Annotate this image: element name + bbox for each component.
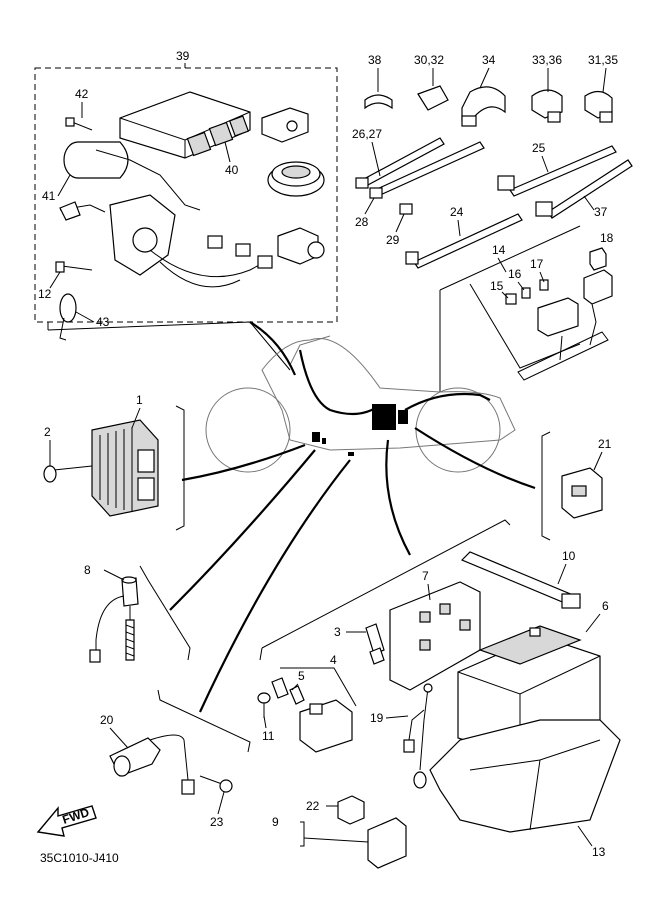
main-switch-assembly: [59, 141, 273, 288]
screw-12: [55, 261, 93, 273]
callout-1: 1: [136, 393, 143, 407]
callout-8: 3: [334, 625, 341, 639]
callout-43: 43: [96, 315, 110, 329]
relay-21: [541, 431, 603, 541]
rectifier-regulator: [43, 405, 185, 531]
cable-tie-24: [399, 203, 523, 269]
callout-40: 40: [225, 163, 239, 177]
clamp-34: [461, 67, 506, 127]
leader-battery: [385, 439, 411, 556]
fuel-cap-lock: [267, 161, 325, 197]
callout-24: 24: [450, 205, 464, 219]
callout-5: 11: [262, 729, 275, 743]
callout-29: 29: [386, 233, 400, 247]
clamp-30-32: [417, 68, 449, 111]
battery-cover-9: [429, 719, 621, 833]
switch-19: [109, 689, 251, 795]
callout-20: 23: [210, 815, 224, 829]
callout-16: 16: [508, 267, 522, 281]
seat-lock: [277, 227, 325, 265]
callout-28: 28: [355, 215, 369, 229]
sensor-13: [89, 565, 191, 663]
leader-sensor: [169, 449, 316, 611]
ecu-unit: [119, 91, 251, 159]
callout-6: 6: [602, 599, 609, 613]
callout-26-27: 26,27: [352, 127, 382, 141]
callout-38: 38: [368, 53, 382, 67]
callout-9: 13: [592, 845, 606, 859]
callout-18: 18: [600, 231, 614, 245]
screw-42: [65, 117, 93, 131]
fuse-box-group: [439, 225, 613, 392]
callout-11: 19: [370, 711, 384, 725]
leader-switch: [199, 459, 351, 713]
clamp-31-35: [584, 67, 613, 123]
callout-13: 8: [84, 563, 91, 577]
key-43: [59, 293, 77, 341]
battery-group-box: [259, 519, 511, 661]
cable-tie-25: [497, 145, 617, 197]
callout-4: 5: [298, 669, 305, 683]
leader-keyset: [249, 321, 297, 376]
cable-tie-26-27: [355, 137, 485, 199]
callout-2: 2: [44, 425, 51, 439]
callout-41: 41: [42, 189, 56, 203]
callout-34: 34: [482, 53, 496, 67]
callout-25: 25: [532, 141, 546, 155]
motorcycle-outline: [205, 335, 516, 473]
callout-22: 9: [272, 815, 279, 829]
battery-band-10: [460, 551, 582, 609]
callout-17: 17: [530, 257, 544, 271]
callout-39: 39: [176, 49, 190, 63]
callout-15: 15: [490, 279, 504, 293]
callout-19: 20: [100, 713, 114, 727]
fwd-arrow-icon: FWD: [36, 805, 97, 837]
callout-12: 12: [38, 287, 52, 301]
lock-cap-part: [261, 107, 309, 143]
leader-relay: [414, 427, 536, 490]
callout-14: 14: [492, 243, 506, 257]
drawing-code: 35C1010-J410: [40, 851, 119, 865]
leader-rectifier: [181, 443, 306, 482]
cable-tie-37: [535, 159, 633, 219]
clamp-33-36: [531, 68, 563, 123]
callout-42: 42: [75, 87, 89, 101]
clamp-38: [364, 68, 393, 110]
relay-22: [300, 795, 407, 869]
callout-7: 7: [422, 569, 429, 583]
battery-box-7: [389, 581, 481, 691]
callout-3: 4: [330, 653, 337, 667]
callout-30-32: 30,32: [414, 53, 444, 67]
callout-23: 22: [306, 799, 320, 813]
part-8: [365, 623, 385, 665]
callout-37: 37: [594, 205, 608, 219]
callout-21: 21: [598, 437, 612, 451]
callout-10: 10: [562, 549, 576, 563]
ground-lead-11: [403, 683, 433, 789]
callout-33-36: 33,36: [532, 53, 562, 67]
starter-relay-3: [257, 667, 357, 753]
harness-main: [298, 349, 491, 456]
callout-31-35: 31,35: [588, 53, 618, 67]
